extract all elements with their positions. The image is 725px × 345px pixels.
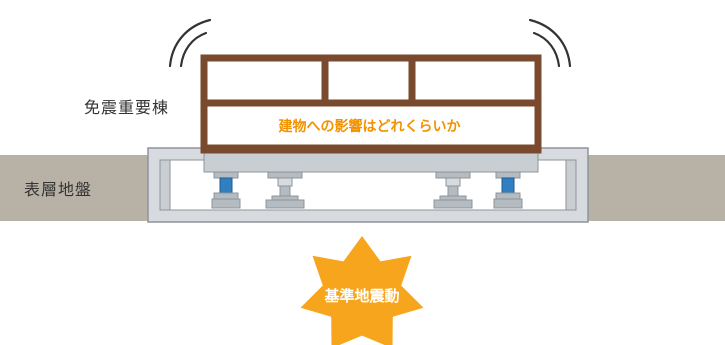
earthquake-label: 基準地震動	[324, 287, 400, 305]
impact-question-label: 建物への影響はどれくらいか	[278, 119, 461, 135]
building-label: 免震重要棟	[84, 98, 170, 117]
ground-left	[0, 155, 148, 221]
ground-right	[588, 155, 725, 221]
isolator-left-inner	[265, 171, 305, 209]
surface-ground-label: 表層地盤	[24, 180, 93, 199]
isolator-left-outer	[211, 171, 241, 209]
building-frame	[200, 54, 542, 154]
isolator-right-inner	[433, 171, 473, 209]
vibration-waves-icon	[168, 18, 572, 68]
starburst-icon	[300, 236, 424, 345]
isolator-right-outer	[493, 171, 523, 209]
